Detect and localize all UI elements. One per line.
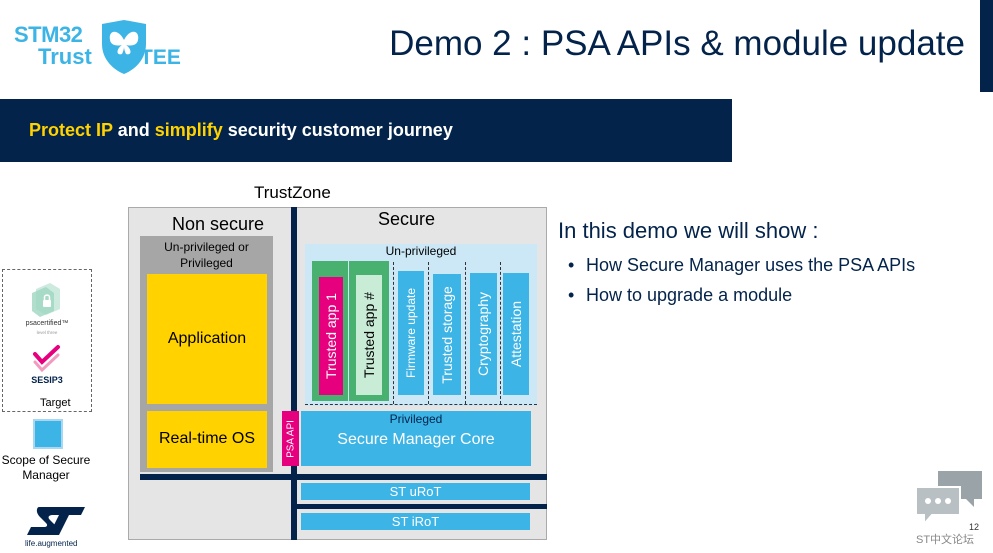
logo-trust-text: Trust: [38, 44, 92, 69]
butterfly-shield-icon: [102, 20, 146, 74]
trusted-storage-label-wrap: Trusted storage: [433, 274, 461, 395]
attestation-block: [503, 273, 529, 395]
rtos-block: [147, 411, 267, 468]
firmware-update-label-wrap: Firmware update: [398, 271, 424, 395]
attestation-label-wrap: Attestation: [503, 273, 529, 395]
psa-api-label: PSA API: [285, 419, 296, 458]
tagline-highlight-protect: Protect IP: [29, 120, 113, 140]
application-label: Application: [167, 330, 247, 347]
firmware-update-label: Firmware update: [404, 287, 419, 379]
bullet-marker: •: [568, 255, 575, 275]
privilege-separator: [305, 404, 537, 405]
trustzone-horizontal-divider: [140, 474, 547, 480]
trusted-storage-block: [433, 274, 461, 395]
trustzone-label: TrustZone: [254, 183, 331, 202]
psa-certified-icon: [32, 283, 60, 317]
trusted-app-n-label-wrap: Trusted app #: [356, 275, 382, 395]
sesip-text: SESIP3: [31, 375, 63, 385]
page-number: 12: [969, 522, 980, 532]
trusted-app-n-block: [356, 275, 382, 395]
bullet-text: How to upgrade a module: [586, 285, 793, 305]
module-separator: [393, 262, 394, 404]
module-separator: [428, 262, 429, 404]
target-label: Target: [40, 397, 71, 409]
tagline-and: and: [112, 120, 155, 140]
secure-manager-core-label: Secure Manager Core: [337, 431, 495, 448]
st-logo-icon: [27, 507, 85, 535]
demo-heading: In this demo we will show :: [558, 218, 819, 243]
bullet-item: • How to upgrade a module: [568, 285, 792, 306]
tagline-rest: security customer journey: [222, 120, 453, 140]
title-accent-bar: [980, 0, 993, 92]
scope-legend-swatch: [33, 419, 63, 449]
st-urot-label: ST uRoT: [389, 484, 442, 499]
tagline-text: Protect IP and simplify security custome…: [29, 120, 453, 141]
bullet-item: • How Secure Manager uses the PSA APIs: [568, 255, 915, 276]
forum-watermark-text[interactable]: ST中文论坛: [916, 534, 975, 546]
trusted-app-n-label: Trusted app #: [361, 292, 377, 378]
trusted-app-1-label: Trusted app 1: [323, 293, 339, 379]
sesip-check-icon: [33, 345, 60, 372]
st-urot-block: [301, 483, 530, 500]
cryptography-block: [470, 273, 497, 395]
psa-certified-text: psacertified™: [25, 320, 69, 327]
secure-title: Secure: [378, 209, 436, 229]
psa-level-text: level three: [36, 330, 58, 335]
trusted-storage-label: Trusted storage: [439, 285, 455, 384]
forum-chat-icon[interactable]: [912, 467, 986, 527]
stm32-trust-tee-logo: STM32 Trust TEE: [14, 20, 184, 74]
cryptography-label: Cryptography: [475, 291, 492, 377]
page-title: Demo 2 : PSA APIs & module update: [389, 24, 965, 63]
rot-divider: [297, 504, 547, 509]
module-separator: [500, 262, 501, 404]
cryptography-label-wrap: Cryptography: [470, 273, 497, 395]
trustzone-vertical-divider: [291, 207, 297, 540]
bullet-text: How Secure Manager uses the PSA APIs: [586, 255, 916, 275]
non-secure-privilege-label: Un-privileged or Privileged: [164, 240, 249, 270]
secure-manager-core-block: [301, 411, 531, 466]
attestation-label: Attestation: [508, 300, 524, 368]
trusted-app-1-block: [319, 277, 343, 395]
application-block: [147, 274, 267, 404]
target-certification-box: [2, 269, 92, 412]
st-irot-label: ST iRoT: [391, 514, 440, 529]
psa-api-label-wrap: PSA API: [282, 411, 299, 466]
tagline-banner: Protect IP and simplify security custome…: [0, 99, 732, 162]
module-separator: [465, 262, 466, 404]
st-tagline: life.augmented: [25, 539, 78, 548]
privileged-label: Privileged: [389, 412, 443, 426]
secure-unprivileged-label: Un-privileged: [385, 244, 457, 258]
st-irot-block: [301, 513, 530, 530]
trusted-app-1-label-wrap: Trusted app 1: [319, 277, 343, 395]
psa-api-block: [282, 411, 299, 466]
firmware-update-block: [398, 271, 424, 395]
bullet-marker: •: [568, 285, 575, 305]
scope-legend-label: Scope of Secure Manager: [1, 453, 91, 482]
logo-tee-text: TEE: [140, 46, 181, 69]
non-secure-title: Non secure: [172, 214, 265, 234]
tagline-highlight-simplify: simplify: [154, 120, 223, 140]
logo-stm32-text: STM32: [14, 22, 83, 47]
rtos-label: Real-time OS: [158, 430, 256, 447]
